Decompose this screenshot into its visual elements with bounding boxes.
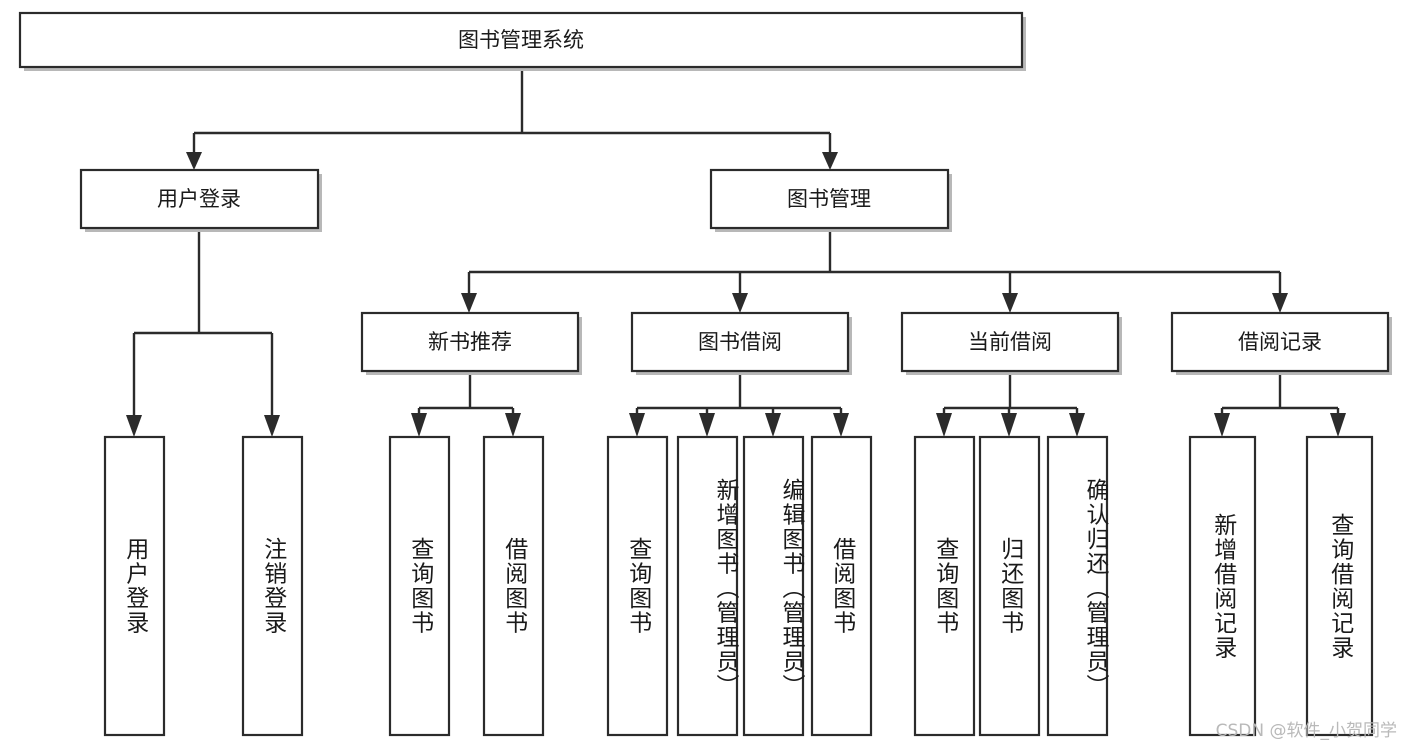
node-current-borrow-label: 当前借阅 bbox=[968, 330, 1052, 354]
arrow-head-bookborrow bbox=[732, 293, 748, 313]
arrow-head-leaf-query-book-1 bbox=[411, 413, 427, 437]
arrow-head-leaf-return-book bbox=[1001, 413, 1017, 437]
arrow-head-leaf-edit-book bbox=[765, 413, 781, 437]
arrow-head-leaf-add-book bbox=[699, 413, 715, 437]
leaf-return-book[interactable] bbox=[978, 435, 1041, 737]
node-new-book-recommend[interactable] bbox=[360, 311, 580, 373]
arrow-head-leaf-query-record bbox=[1330, 413, 1346, 437]
arrow-head-leaf-borrow-book-2 bbox=[833, 413, 849, 437]
arrow-head-leaf-query-book-2 bbox=[629, 413, 645, 437]
leaf-query-record[interactable] bbox=[1305, 435, 1374, 737]
connector-layer bbox=[126, 67, 1346, 437]
leaf-query-book-1[interactable] bbox=[388, 435, 451, 737]
arrow-head-newbook bbox=[461, 293, 477, 313]
arrow-head-leaf-confirm-return bbox=[1069, 413, 1085, 437]
node-book-mgmt-label: 图书管理 bbox=[787, 187, 871, 211]
node-book-borrow-label: 图书借阅 bbox=[698, 330, 782, 354]
node-borrow-record[interactable] bbox=[1170, 311, 1390, 373]
node-user-login-label: 用户登录 bbox=[157, 187, 241, 211]
node-book-mgmt[interactable] bbox=[709, 168, 950, 230]
leaf-logout[interactable] bbox=[241, 435, 304, 737]
arrow-head-borrowrecord bbox=[1272, 293, 1288, 313]
node-borrow-record-label: 借阅记录 bbox=[1238, 330, 1322, 354]
leaf-borrow-book-2[interactable] bbox=[810, 435, 873, 737]
arrow-head-bookmgmt bbox=[822, 152, 838, 170]
arrow-head-leaf-add-record bbox=[1214, 413, 1230, 437]
leaf-user-login[interactable] bbox=[103, 435, 166, 737]
arrow-head-currentborrow bbox=[1002, 293, 1018, 313]
node-book-borrow[interactable] bbox=[630, 311, 850, 373]
leaf-edit-book[interactable] bbox=[742, 435, 805, 737]
watermark-text: CSDN @软件_小贺同学 bbox=[1215, 721, 1397, 741]
leaf-query-book-3[interactable] bbox=[913, 435, 976, 737]
node-root[interactable] bbox=[18, 11, 1024, 69]
arrow-head-leaf-borrow-book-1 bbox=[505, 413, 521, 437]
leaf-borrow-book-1[interactable] bbox=[482, 435, 545, 737]
node-current-borrow[interactable] bbox=[900, 311, 1120, 373]
leaf-confirm-return[interactable] bbox=[1046, 435, 1109, 737]
node-layer: 图书管理系统 用户登录 图书管理 新书推荐 图书借阅 当前借阅 借阅记录 bbox=[18, 11, 1392, 737]
node-root-label: 图书管理系统 bbox=[458, 28, 584, 52]
leaf-add-record[interactable] bbox=[1188, 435, 1257, 737]
arrow-head-userlogin bbox=[186, 152, 202, 170]
arrow-head-leaf-user-login bbox=[126, 415, 142, 437]
node-new-book-label: 新书推荐 bbox=[428, 330, 512, 354]
arrow-head-leaf-query-book-3 bbox=[936, 413, 952, 437]
leaf-query-book-2[interactable] bbox=[606, 435, 669, 737]
node-user-login[interactable] bbox=[79, 168, 320, 230]
arrow-head-leaf-logout bbox=[264, 415, 280, 437]
leaf-add-book[interactable] bbox=[676, 435, 739, 737]
